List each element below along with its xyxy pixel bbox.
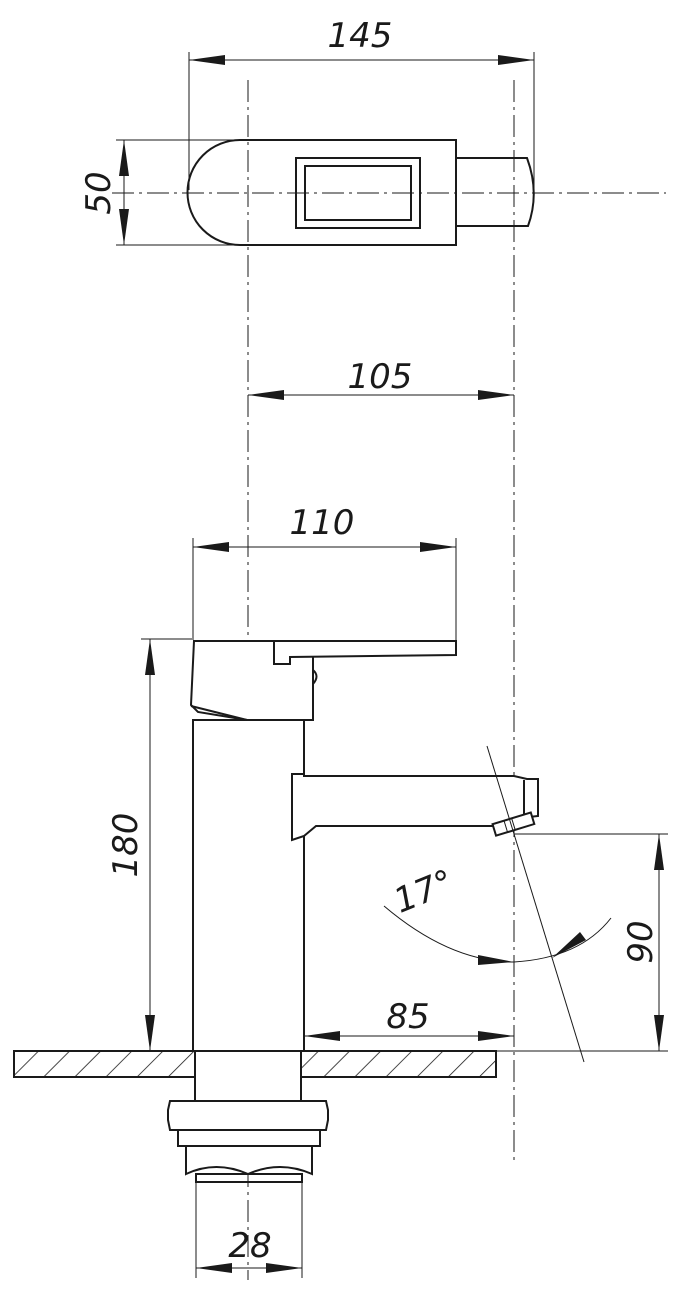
mounting-washer (177, 1129, 321, 1147)
dimension-label: 180 (106, 813, 146, 878)
arrowhead (420, 542, 456, 552)
spout-angle-line (486, 745, 585, 1063)
arrowhead (304, 1031, 340, 1041)
arrowhead (478, 390, 514, 400)
dimension-label: 85 (386, 997, 429, 1037)
arrowhead (193, 542, 229, 552)
head-seam (190, 705, 248, 721)
mounting-nut (167, 1100, 329, 1131)
thread-connector (185, 1145, 313, 1176)
lever-handle (273, 640, 457, 665)
thread-connector-bottom (195, 1173, 303, 1183)
arrowhead (654, 834, 664, 870)
dimension-17-degrees: 17° (383, 862, 612, 965)
dimension-label: 90 (621, 920, 661, 963)
aerator-mark-1 (503, 820, 508, 833)
lever-pivot (312, 669, 318, 685)
dimension-90: 90 (496, 833, 668, 1052)
dimension-label: 145 (328, 16, 393, 56)
arrowhead (478, 1031, 514, 1041)
top-view-lever-slot-outer (295, 157, 421, 229)
arrowhead (145, 1015, 155, 1051)
arrowhead (189, 55, 225, 65)
dimension-label: 17° (388, 862, 459, 922)
arrowhead (654, 1015, 664, 1051)
side-view (13, 640, 585, 1183)
top-view-spout-tip (456, 157, 535, 227)
top-view-body-outline (186, 139, 457, 246)
arrowhead (145, 639, 155, 675)
arrowhead (119, 140, 129, 176)
arrowhead (498, 55, 534, 65)
top-view (186, 139, 535, 246)
faucet-body (192, 719, 305, 1052)
arrowhead (478, 955, 514, 965)
dimension-50: 50 (79, 139, 245, 246)
dimension-28: 28 (195, 1182, 303, 1278)
dimension-label: 50 (79, 171, 119, 214)
arrowhead (266, 1263, 302, 1273)
dimension-145: 145 (188, 16, 535, 190)
top-view-lever-slot-inner (304, 165, 412, 221)
dimension-105: 105 (248, 357, 514, 400)
dimension-label: 110 (290, 503, 355, 543)
aerator-mark-2 (511, 818, 516, 830)
arrowhead (248, 390, 284, 400)
dimension-label: 105 (348, 357, 413, 397)
dimension-180: 180 (106, 638, 192, 1051)
arrowhead (196, 1263, 232, 1273)
dimension-85: 85 (304, 997, 514, 1041)
arrowhead (552, 932, 586, 958)
spout (291, 773, 539, 842)
arrowhead (119, 209, 129, 245)
dimension-110: 110 (192, 503, 457, 640)
mounting-shank (194, 1050, 302, 1102)
dimension-label: 28 (228, 1226, 271, 1266)
